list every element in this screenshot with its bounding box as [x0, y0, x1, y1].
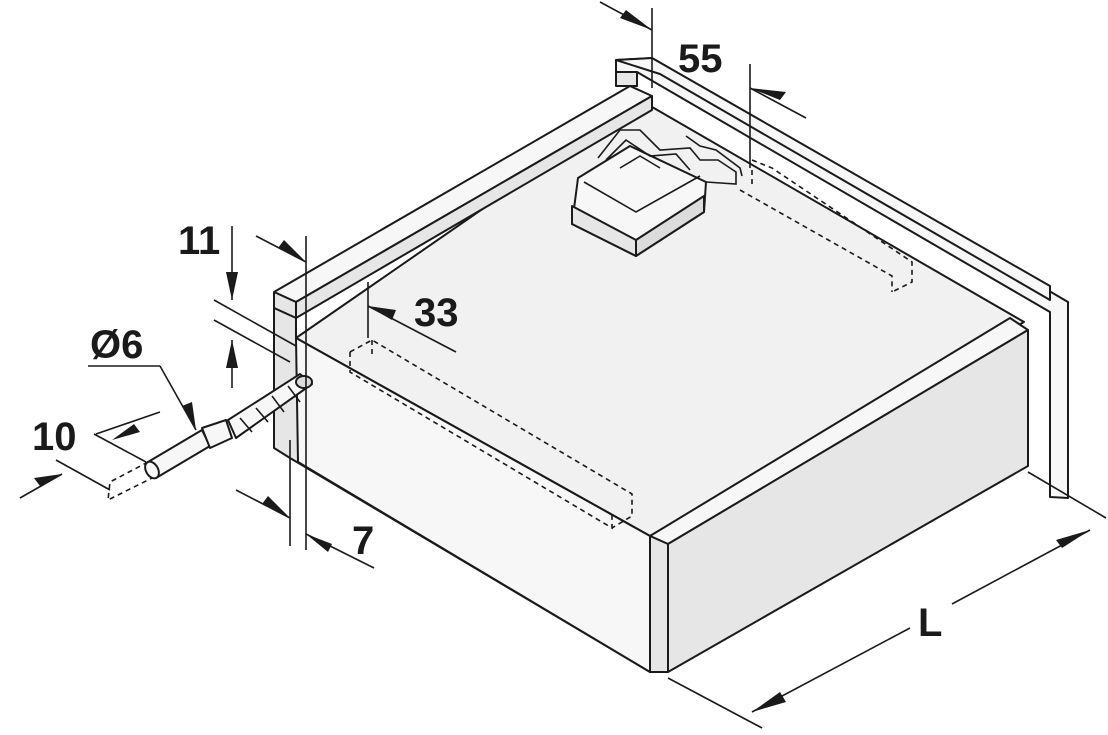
- dim-7: 7: [235, 440, 375, 569]
- dim-11: 11: [178, 219, 307, 550]
- dimension-55-label: 55: [678, 37, 723, 81]
- locking-device: [571, 129, 743, 257]
- dim-10: 10: [19, 411, 161, 499]
- dimension-11-label: 11: [178, 219, 220, 263]
- left-side-panel: [273, 85, 653, 319]
- dimension-6-label: Ø6: [90, 323, 143, 367]
- dim-length: L: [667, 471, 1107, 729]
- dimension-7-label: 7: [352, 519, 374, 563]
- dim-diameter-6: Ø6: [88, 323, 197, 431]
- dim-33: 33: [367, 282, 459, 353]
- drill-bit: [107, 373, 313, 502]
- runner-groove-right: [739, 159, 913, 293]
- dimension-33-label: 33: [414, 291, 459, 335]
- runner-groove-left: [349, 339, 633, 530]
- dimension-10-label: 10: [32, 415, 77, 459]
- dimension-L-label: L: [918, 601, 942, 645]
- dim-55: 55: [599, 1, 807, 168]
- right-front-panel: [649, 317, 1029, 673]
